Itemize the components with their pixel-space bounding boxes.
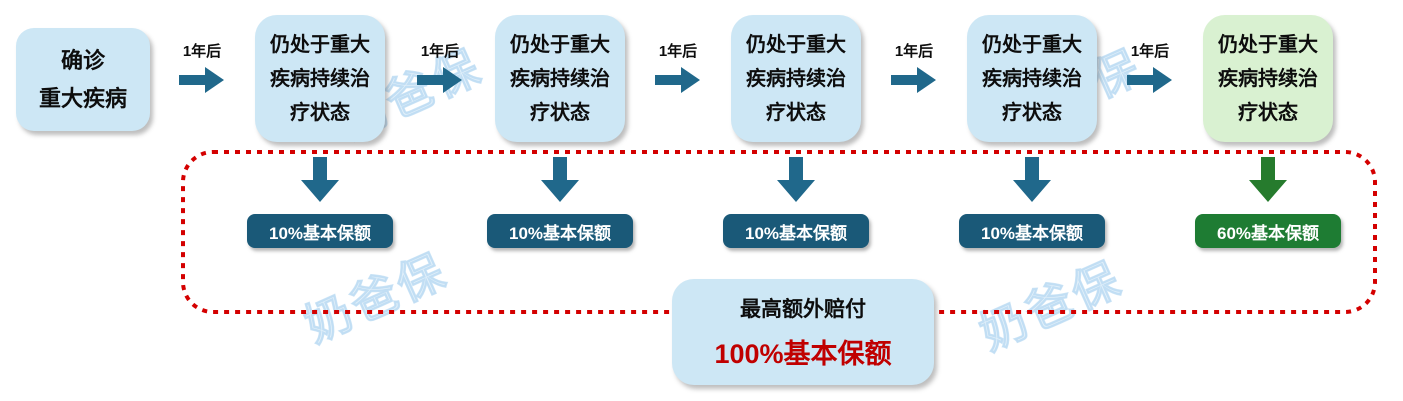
diagnosis-box: 确诊 重大疾病 xyxy=(16,28,150,131)
max-payout-summary-box: 最高额外赔付 100%基本保额 xyxy=(672,279,934,385)
state-line: 疾病持续治 xyxy=(1218,67,1318,90)
diagnosis-line2: 重大疾病 xyxy=(38,85,127,111)
down-arrow-icon xyxy=(301,157,339,202)
down-arrow-icon xyxy=(541,157,579,202)
year-connector-3: 1年后 xyxy=(643,40,713,94)
year-connector-4: 1年后 xyxy=(879,40,949,94)
diagnosis-line1: 确诊 xyxy=(60,47,105,73)
right-arrow-icon xyxy=(891,67,936,93)
summary-title: 最高额外赔付 xyxy=(740,298,866,321)
state-line: 疗状态 xyxy=(1002,101,1062,124)
state-line: 疾病持续治 xyxy=(510,67,610,90)
state-box-2: 仍处于重大 疾病持续治 疗状态 xyxy=(495,15,625,142)
state-line: 疗状态 xyxy=(766,101,826,124)
year-connector-5: 1年后 xyxy=(1115,40,1185,94)
state-line: 仍处于重大 xyxy=(982,33,1082,56)
state-line: 仍处于重大 xyxy=(270,33,370,56)
state-box-5-final: 仍处于重大 疾病持续治 疗状态 xyxy=(1203,15,1333,142)
right-arrow-icon xyxy=(655,67,700,93)
payout-badge-1: 10%基本保额 xyxy=(247,214,393,248)
right-arrow-icon xyxy=(179,67,224,93)
state-line: 疗状态 xyxy=(1238,101,1298,124)
state-line: 仍处于重大 xyxy=(746,33,846,56)
down-arrow-green-icon xyxy=(1249,157,1287,202)
year-label: 1年后 xyxy=(1130,43,1170,60)
down-arrow-icon xyxy=(777,157,815,202)
state-box-3: 仍处于重大 疾病持续治 疗状态 xyxy=(731,15,861,142)
right-arrow-icon xyxy=(417,67,462,93)
state-line: 疗状态 xyxy=(290,101,350,124)
state-line: 疗状态 xyxy=(530,101,590,124)
state-line: 疾病持续治 xyxy=(982,67,1082,90)
payout-badge-5-final: 60%基本保额 xyxy=(1195,214,1341,248)
state-line: 疾病持续治 xyxy=(746,67,846,90)
year-connector-1: 1年后 xyxy=(167,40,237,94)
year-label: 1年后 xyxy=(894,43,934,60)
payout-badge-3: 10%基本保额 xyxy=(723,214,869,248)
right-arrow-icon xyxy=(1127,67,1172,93)
state-box-1: 仍处于重大 疾病持续治 疗状态 xyxy=(255,15,385,142)
summary-value: 100%基本保额 xyxy=(714,339,892,369)
state-box-4: 仍处于重大 疾病持续治 疗状态 xyxy=(967,15,1097,142)
state-line: 仍处于重大 xyxy=(510,33,610,56)
year-label: 1年后 xyxy=(182,43,222,60)
year-label: 1年后 xyxy=(658,43,698,60)
state-line: 疾病持续治 xyxy=(270,67,370,90)
year-label: 1年后 xyxy=(420,43,460,60)
down-arrow-icon xyxy=(1013,157,1051,202)
state-line: 仍处于重大 xyxy=(1218,33,1318,56)
payout-badge-2: 10%基本保额 xyxy=(487,214,633,248)
year-connector-2: 1年后 xyxy=(405,40,475,94)
payout-badge-4: 10%基本保额 xyxy=(959,214,1105,248)
